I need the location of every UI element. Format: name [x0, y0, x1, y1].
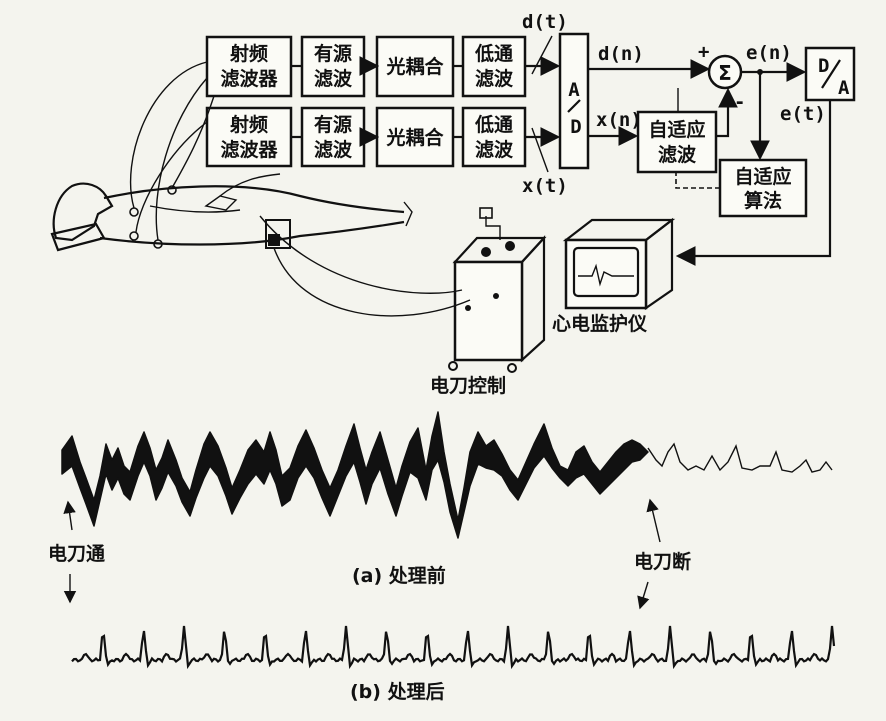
- active-filter-bottom-line1: 有源: [314, 113, 352, 136]
- signal-d-n: d(n): [598, 43, 644, 65]
- signal-x-n: x(n): [596, 109, 642, 131]
- optocoupler-bottom-label: 光耦合: [385, 126, 444, 149]
- knife-control-unit: [448, 207, 547, 373]
- optocoupler-top: 光耦合: [375, 35, 455, 98]
- adaptive-algorithm: 自适应 算法: [718, 158, 808, 218]
- ecg-monitor: [562, 217, 676, 311]
- waveform-after: [71, 625, 836, 670]
- lowpass-filter-top: 低通 滤波: [461, 35, 527, 98]
- signal-e-t: e(t): [780, 103, 826, 125]
- patient-figure: [50, 182, 413, 252]
- lowpass-bottom-line2: 滤波: [475, 138, 514, 161]
- adaptive-algorithm-line2: 算法: [744, 189, 782, 212]
- waveform-before-noisy: [61, 411, 649, 539]
- adc-label-a: A: [568, 79, 580, 101]
- da-converter: D A: [804, 46, 856, 102]
- adaptive-filter: 自适应 滤波: [636, 110, 718, 174]
- ad-converter: A D: [558, 32, 590, 170]
- monitor-trace: [578, 263, 634, 287]
- active-filter-bottom-line2: 滤波: [314, 138, 353, 161]
- signal-e-n: e(n): [746, 42, 792, 64]
- lowpass-top-line1: 低通: [474, 42, 514, 65]
- rf-filter-top: 射频 滤波器: [205, 35, 293, 98]
- adc-label-d: D: [570, 116, 581, 138]
- knife-control-label: 电刀控制: [430, 374, 506, 397]
- chain-connectors: [291, 35, 561, 173]
- rf-filter-bottom-line1: 射频: [229, 113, 268, 136]
- signal-x-t: x(t): [522, 175, 568, 197]
- dac-label-d: D: [818, 55, 829, 77]
- label-knife-on: 电刀通: [48, 542, 106, 565]
- summer-minus: -: [734, 91, 745, 113]
- signal-d-t: d(t): [522, 11, 568, 33]
- caption-a: (a) 处理前: [352, 564, 446, 587]
- optocoupler-bottom: 光耦合: [375, 106, 455, 168]
- summer-symbol: Σ: [718, 61, 732, 85]
- rf-filter-bottom: 射频 滤波器: [205, 106, 293, 168]
- dac-label-a: A: [838, 77, 850, 99]
- active-filter-top: 有源 滤波: [300, 35, 366, 98]
- lowpass-bottom-line1: 低通: [474, 113, 514, 136]
- knife-off-arrow-up: [646, 498, 661, 543]
- active-filter-top-line1: 有源: [314, 42, 352, 65]
- label-knife-off: 电刀断: [634, 550, 691, 573]
- adaptive-filter-line2: 滤波: [658, 143, 697, 166]
- caption-b: (b) 处理后: [350, 680, 445, 703]
- ecg-monitor-label: 心电监护仪: [552, 312, 648, 335]
- adaptive-algorithm-line1: 自适应: [734, 165, 791, 188]
- algorithm-to-filter: [675, 172, 720, 189]
- waveform-before-clean: [647, 442, 833, 473]
- rf-filter-top-line2: 滤波器: [220, 67, 278, 90]
- lowpass-filter-bottom: 低通 滤波: [461, 106, 527, 168]
- active-filter-top-line2: 滤波: [314, 67, 353, 90]
- et-to-monitor: [675, 100, 832, 266]
- rf-filter-top-line1: 射频: [229, 42, 268, 65]
- knife-off-arrow-down: [637, 581, 650, 610]
- summer-plus: +: [698, 41, 709, 63]
- filter-to-summer: [716, 87, 738, 138]
- summer: Σ: [707, 54, 743, 90]
- active-filter-bottom: 有源 滤波: [300, 106, 366, 168]
- knife-on-arrow-up: [63, 500, 76, 531]
- en-junction: [757, 69, 763, 75]
- rf-filter-bottom-line2: 滤波器: [220, 138, 278, 161]
- optocoupler-top-label: 光耦合: [385, 55, 444, 78]
- lead-wires: [130, 61, 471, 317]
- adaptive-filter-line1: 自适应: [648, 118, 705, 141]
- lowpass-top-line2: 滤波: [475, 67, 514, 90]
